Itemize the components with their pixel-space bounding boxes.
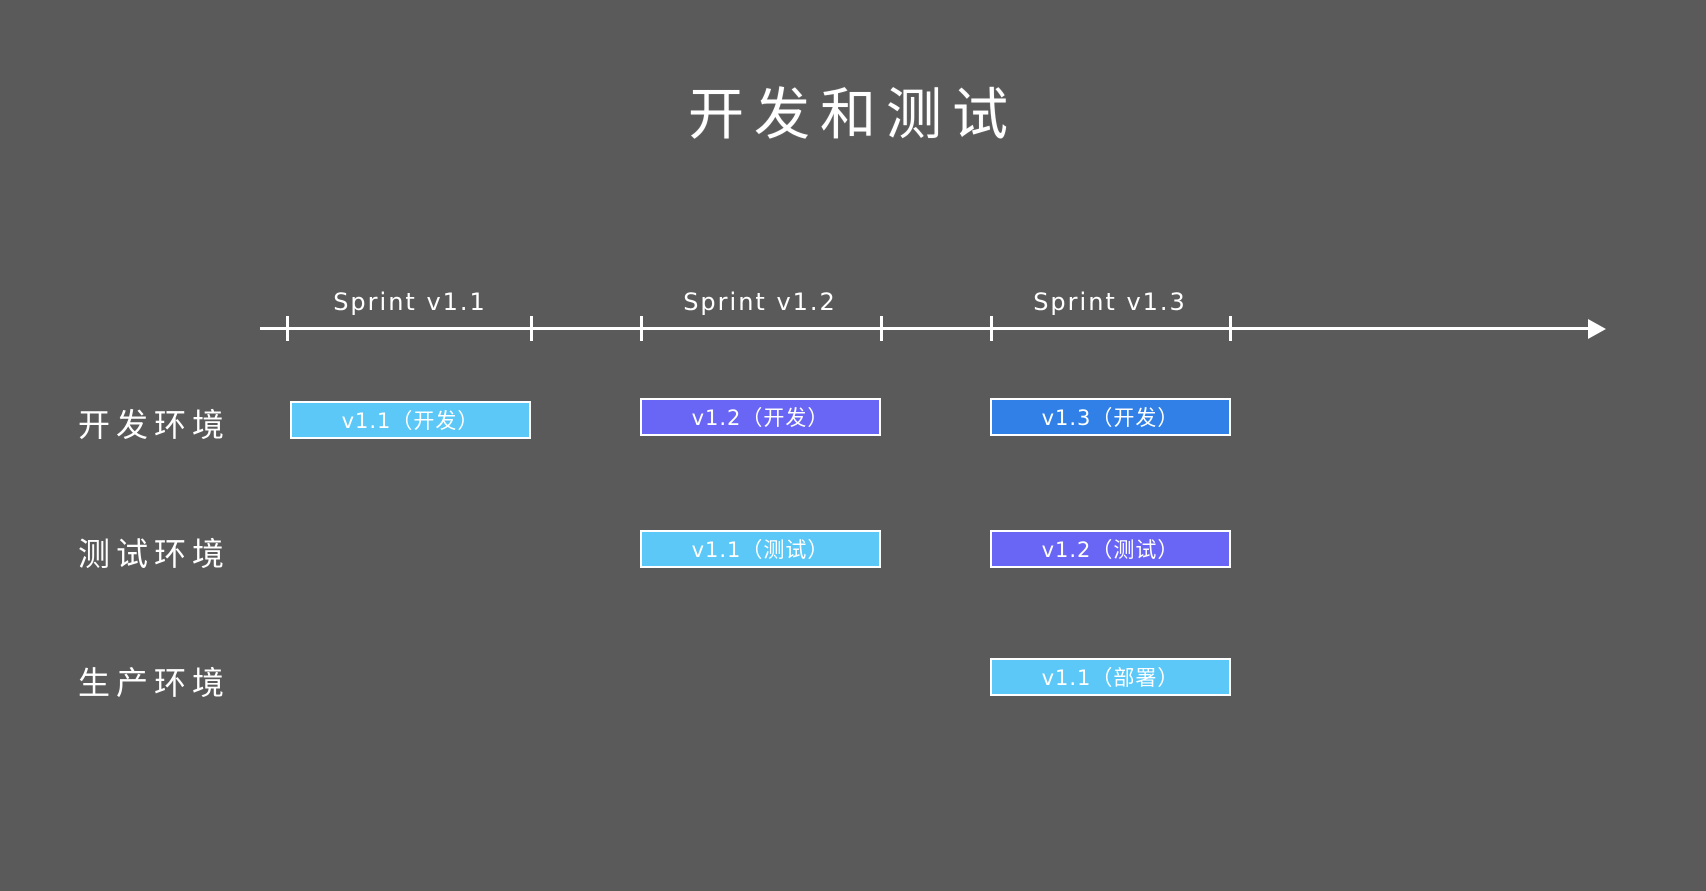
lane-label-prod: 生产环境	[78, 664, 231, 702]
timeline-tick	[990, 316, 993, 341]
bar-dev-v1-3[interactable]: v1.3（开发）	[990, 398, 1231, 436]
bar-test-v1-1[interactable]: v1.1（测试）	[640, 530, 881, 568]
bar-dev-v1-2[interactable]: v1.2（开发）	[640, 398, 881, 436]
timeline-tick	[640, 316, 643, 341]
sprint-label-2: Sprint v1.2	[683, 288, 837, 316]
bar-dev-v1-1[interactable]: v1.1（开发）	[290, 401, 531, 439]
timeline-tick	[530, 316, 533, 341]
arrow-right-icon	[1588, 319, 1606, 339]
timeline-tick	[880, 316, 883, 341]
bar-test-v1-2[interactable]: v1.2（测试）	[990, 530, 1231, 568]
timeline-axis	[260, 327, 1597, 330]
page-title: 开发和测试	[688, 83, 1018, 148]
sprint-label-1: Sprint v1.1	[333, 288, 487, 316]
lane-label-dev: 开发环境	[78, 406, 231, 444]
timeline-tick	[286, 316, 289, 341]
timeline-tick	[1229, 316, 1232, 341]
bar-prod-v1-1[interactable]: v1.1（部署）	[990, 658, 1231, 696]
sprint-label-3: Sprint v1.3	[1033, 288, 1187, 316]
lane-label-test: 测试环境	[78, 535, 231, 573]
